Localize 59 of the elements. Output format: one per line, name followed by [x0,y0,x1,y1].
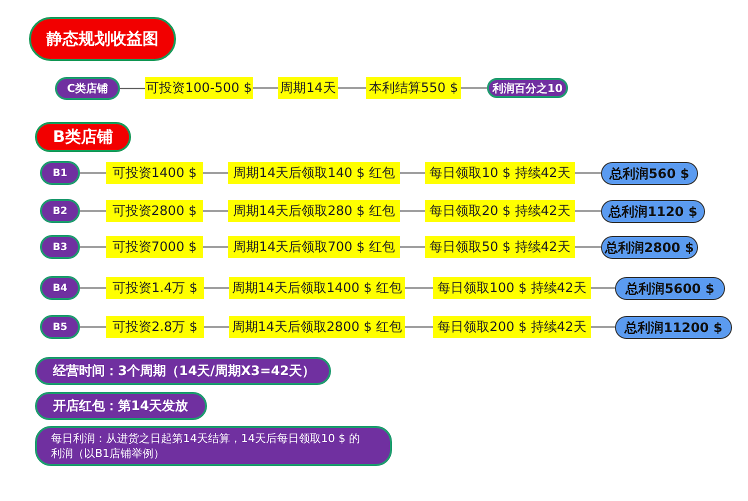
total-box: 总利润560 $ [601,162,698,185]
highlight-box: 每日领取200 $ 持续42天 [433,316,591,338]
connector-line [80,210,106,212]
highlight-box: 可投资1400 $ [106,162,203,184]
connector-line [575,172,601,174]
total-box: 总利润5600 $ [615,277,725,300]
note-banner: 每日利润：从进货之日起第14天结算，14天后每日领取10 $ 的利润（以B1店铺举例） [35,426,392,466]
rounded-label: B2 [40,199,80,223]
highlight-box: 周期14天后领取700 $ 红包 [228,236,400,258]
highlight-box: 每日领取100 $ 持续42天 [433,277,591,299]
connector-line [204,326,229,328]
highlight-box: 每日领取50 $ 持续42天 [425,236,575,258]
highlight-box: 可投资1.4万 $ [106,277,204,299]
connector-line [203,246,228,248]
connector-line [575,246,601,248]
note-banner: 开店红包：第14天发放 [35,392,207,420]
rounded-label: B4 [40,276,80,300]
highlight-box: 可投资2800 $ [106,200,203,222]
highlight-box: 可投资100-500 $ [145,77,253,99]
connector-line [405,326,433,328]
rounded-label: B1 [40,161,80,185]
connector-line [203,210,228,212]
note-banner: 经营时间：3个周期（14天/周期X3=42天） [35,357,331,385]
connector-line [120,88,145,90]
highlight-box: 周期14天后领取1400 $ 红包 [229,277,405,299]
connector-line [338,87,366,89]
connector-line [400,210,425,212]
total-box: 总利润2800 $ [601,236,698,259]
highlight-box: 每日领取20 $ 持续42天 [425,200,575,222]
connector-line [591,287,615,289]
connector-line [204,287,229,289]
connector-line [80,326,106,328]
highlight-box: 可投资7000 $ [106,236,203,258]
connector-line [461,87,487,89]
connector-line [80,172,106,174]
connector-line [591,326,615,328]
connector-line [400,172,425,174]
connector-line [80,246,106,248]
highlight-box: 周期14天后领取2800 $ 红包 [229,316,405,338]
connector-line [80,287,106,289]
highlight-box: 周期14天 [278,77,338,99]
rounded-label: 利润百分之10 [487,78,568,98]
connector-line [575,210,601,212]
rounded-label: C类店铺 [55,77,120,100]
title-banner: 静态规划收益图 [29,17,176,61]
highlight-box: 可投资2.8万 $ [106,316,204,338]
highlight-box: 本利结算550 $ [366,77,461,99]
highlight-box: 周期14天后领取140 $ 红包 [228,162,400,184]
rounded-label: B5 [40,315,80,339]
connector-line [400,246,425,248]
connector-line [253,87,278,89]
rounded-label: B3 [40,235,80,259]
heading-banner: B类店铺 [35,122,131,152]
highlight-box: 周期14天后领取280 $ 红包 [228,200,400,222]
connector-line [405,287,433,289]
total-box: 总利润1120 $ [601,200,705,223]
total-box: 总利润11200 $ [615,316,732,339]
connector-line [203,172,228,174]
highlight-box: 每日领取10 $ 持续42天 [425,162,575,184]
